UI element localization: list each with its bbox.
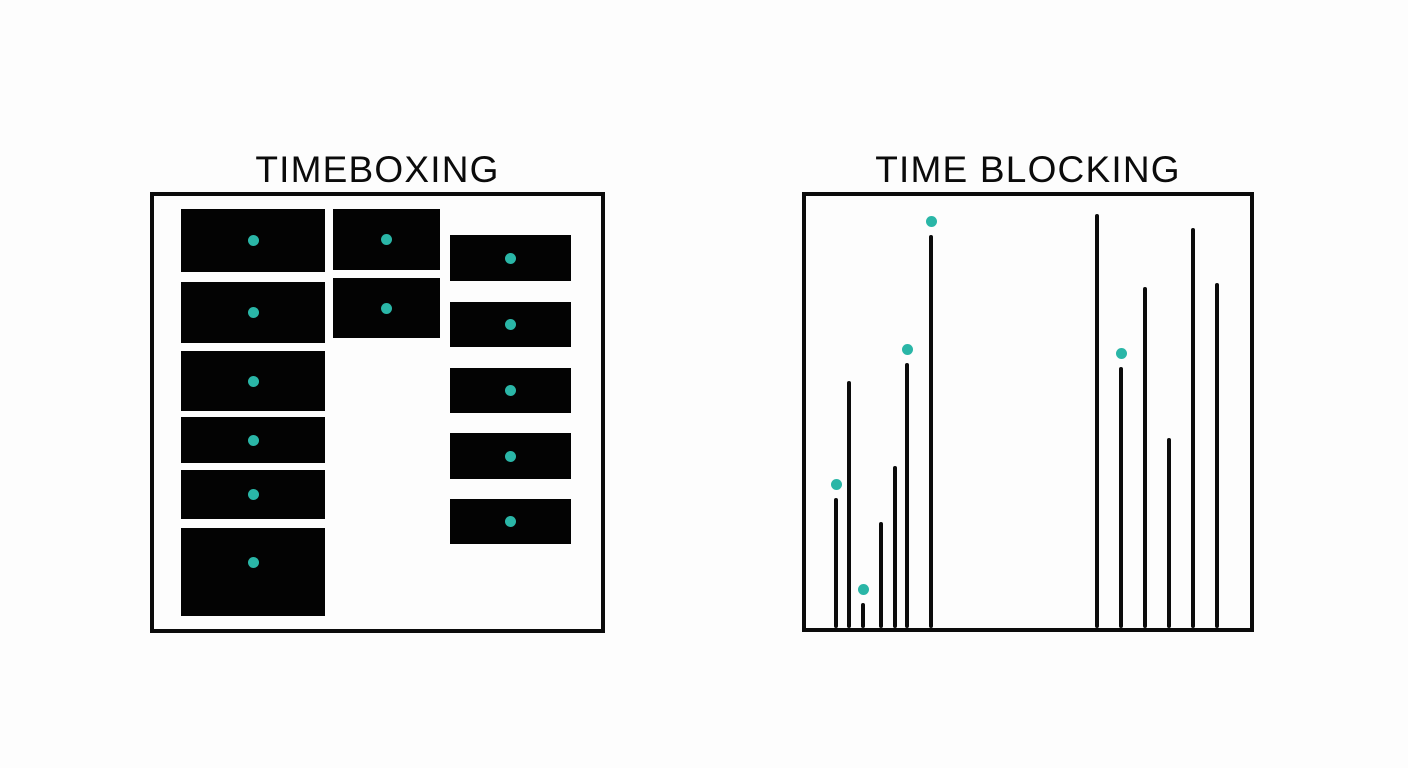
task-box xyxy=(181,417,325,463)
time-block-dot xyxy=(857,584,869,595)
timeblocking-frame xyxy=(802,192,1254,632)
time-block-line xyxy=(833,498,839,628)
task-dot xyxy=(505,450,516,462)
task-dot xyxy=(247,235,259,246)
task-dot xyxy=(247,434,259,446)
time-block-dot xyxy=(925,216,937,227)
task-box xyxy=(450,368,571,413)
task-box xyxy=(181,282,325,343)
task-dot xyxy=(247,375,259,387)
task-box xyxy=(333,278,440,338)
time-block-dot xyxy=(1115,348,1127,359)
time-block-line xyxy=(846,381,852,628)
timeboxing-title: TIMEBOXING xyxy=(255,148,500,190)
task-dot xyxy=(247,489,259,500)
time-block-line xyxy=(892,466,898,628)
timeboxing-frame xyxy=(150,192,605,633)
time-block-dot xyxy=(830,479,842,490)
task-dot xyxy=(505,516,516,527)
time-block-line xyxy=(904,363,910,628)
time-block-dot xyxy=(901,344,913,355)
task-box xyxy=(333,209,440,270)
time-block-line xyxy=(860,603,866,628)
task-box xyxy=(181,209,325,272)
time-block-line xyxy=(1190,228,1196,628)
time-block-line xyxy=(878,522,884,628)
task-box xyxy=(450,302,571,347)
time-block-line xyxy=(928,235,934,628)
task-dot xyxy=(505,319,516,330)
time-block-line xyxy=(1094,214,1100,628)
task-box xyxy=(450,235,571,281)
task-box xyxy=(450,499,571,544)
task-dot xyxy=(247,307,259,318)
task-dot xyxy=(505,385,516,396)
task-dot xyxy=(505,252,516,264)
task-dot xyxy=(381,302,392,314)
time-block-line xyxy=(1118,367,1124,628)
task-box xyxy=(181,470,325,519)
task-dot xyxy=(381,234,392,245)
task-box xyxy=(181,351,325,411)
task-box xyxy=(181,528,325,616)
timeblocking-title: TIME BLOCKING xyxy=(875,148,1181,190)
task-box xyxy=(450,433,571,479)
time-block-line xyxy=(1142,287,1148,628)
time-block-line xyxy=(1214,283,1220,628)
time-block-line xyxy=(1166,438,1172,628)
task-dot xyxy=(247,556,259,568)
